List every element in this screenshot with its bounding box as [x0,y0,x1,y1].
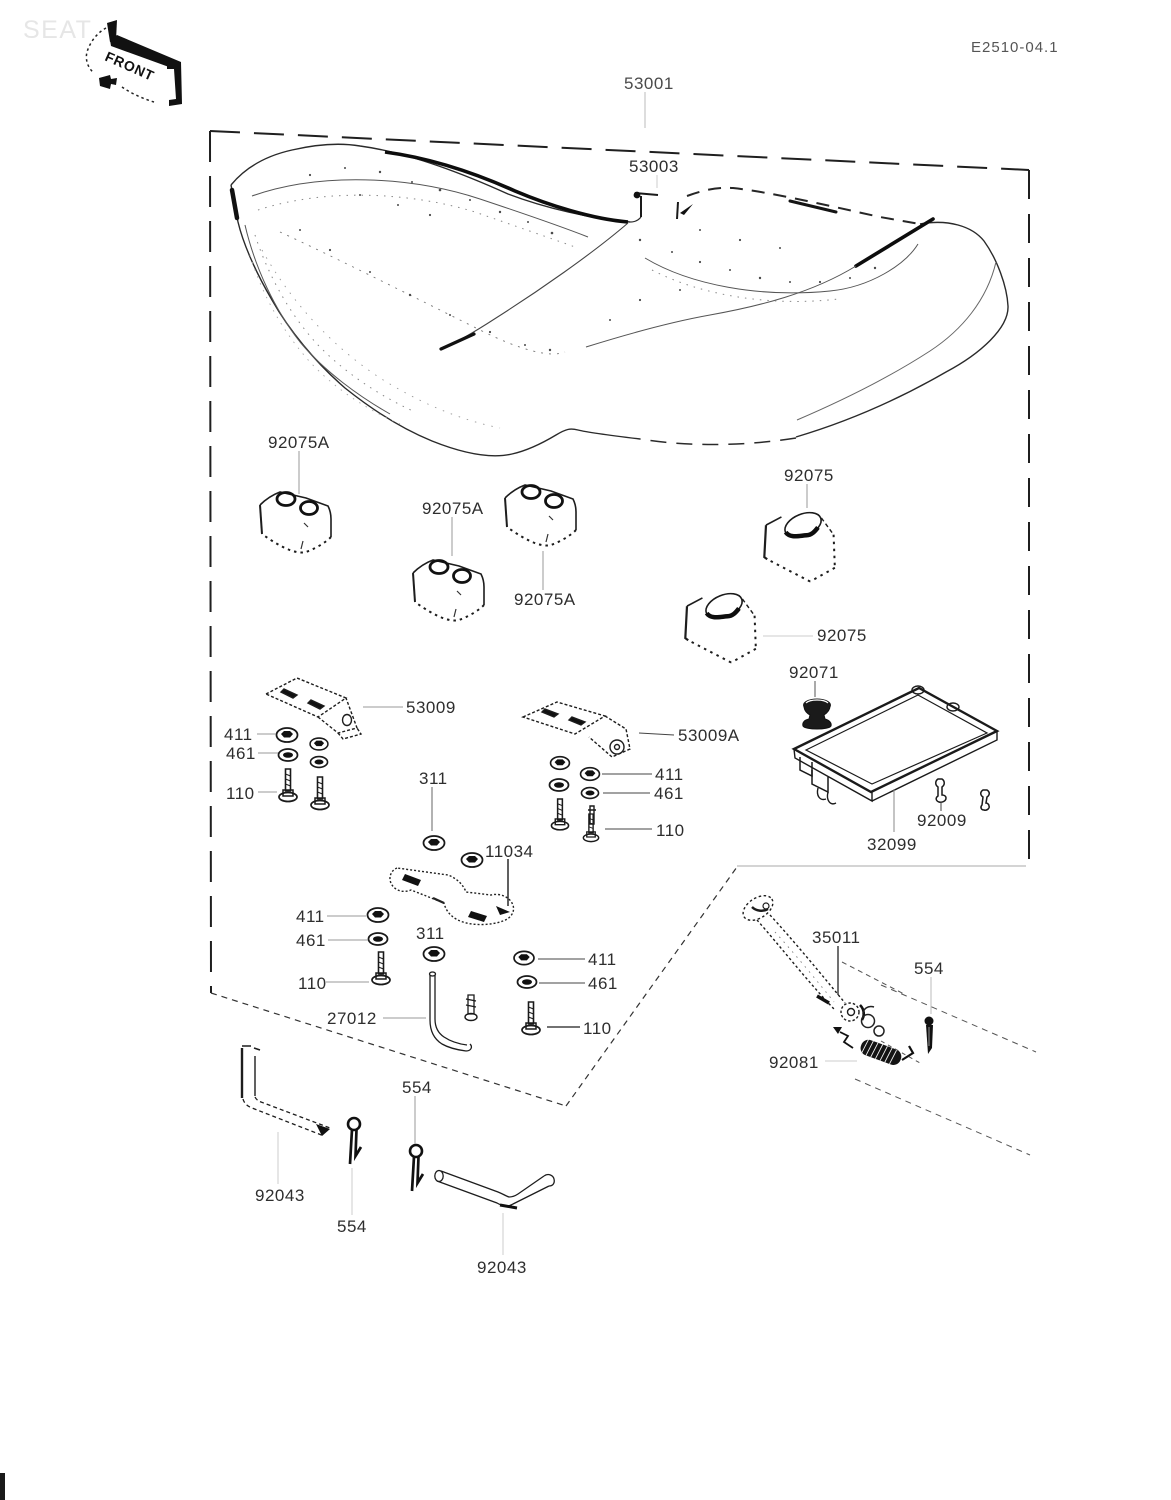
svg-text:92043: 92043 [255,1186,305,1205]
svg-text:92009: 92009 [917,811,967,830]
svg-text:461: 461 [226,744,256,763]
svg-text:461: 461 [588,974,618,993]
svg-text:E2510-04.1: E2510-04.1 [971,39,1059,56]
svg-text:461: 461 [296,931,326,950]
svg-text:554: 554 [914,959,944,978]
svg-text:53009: 53009 [406,698,456,717]
svg-text:411: 411 [655,765,684,784]
svg-text:110: 110 [656,821,685,840]
svg-text:53009A: 53009A [678,726,740,745]
svg-text:27012: 27012 [327,1009,377,1028]
svg-text:92075: 92075 [817,626,867,645]
svg-text:411: 411 [296,907,325,926]
svg-text:311: 311 [419,769,448,788]
svg-text:411: 411 [224,725,253,744]
svg-text:110: 110 [298,974,327,993]
svg-text:411: 411 [588,950,617,969]
svg-text:11034: 11034 [485,842,534,861]
svg-text:461: 461 [654,784,684,803]
svg-text:92081: 92081 [769,1053,819,1072]
svg-text:92075A: 92075A [514,590,576,609]
svg-text:311: 311 [416,924,445,943]
svg-text:92075A: 92075A [422,499,484,518]
svg-text:92071: 92071 [789,663,839,682]
svg-text:92043: 92043 [477,1258,527,1277]
svg-text:554: 554 [337,1217,367,1236]
svg-text:53001: 53001 [624,74,674,93]
svg-text:92075: 92075 [784,466,834,485]
svg-text:32099: 32099 [867,835,917,854]
svg-text:SEAT: SEAT [23,16,92,44]
svg-text:35011: 35011 [812,928,861,947]
svg-text:92075A: 92075A [268,433,330,452]
svg-text:554: 554 [402,1078,432,1097]
svg-text:53003: 53003 [629,157,679,176]
svg-text:110: 110 [583,1019,612,1038]
svg-text:110: 110 [226,784,255,803]
